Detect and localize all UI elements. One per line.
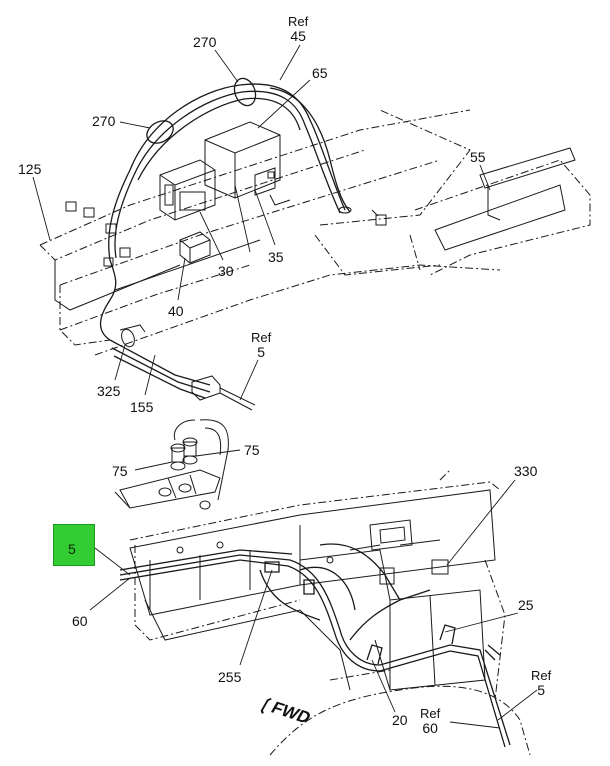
callout-255[interactable]: 255 <box>218 669 242 685</box>
valve-assembly-75 <box>115 420 228 509</box>
connector-ref5-top <box>192 376 255 410</box>
ref-number: 5 <box>257 344 266 360</box>
clamp-325 <box>119 325 145 349</box>
dash-frame <box>130 470 530 755</box>
bracket-55 <box>435 185 565 250</box>
callout-55[interactable]: 55 <box>470 149 486 165</box>
ref-label: Ref <box>251 330 272 345</box>
callout-40[interactable]: 40 <box>168 303 184 319</box>
ref-number: 60 <box>422 720 438 736</box>
dash-panel <box>130 490 495 690</box>
connectors-125 <box>66 202 386 266</box>
callout-ref-5-bottom[interactable]: Ref 5 <box>531 668 551 698</box>
callout-155[interactable]: 155 <box>130 399 154 415</box>
bracket-35 <box>270 195 290 205</box>
callout-270-top[interactable]: 270 <box>193 34 217 50</box>
hotspot-label: 5 <box>68 541 76 557</box>
callout-125[interactable]: 125 <box>18 161 42 177</box>
crossmember <box>55 260 180 310</box>
callout-ref-60[interactable]: Ref 60 <box>420 706 440 736</box>
callout-65[interactable]: 65 <box>312 65 328 81</box>
callout-330[interactable]: 330 <box>514 463 538 479</box>
callout-60[interactable]: 60 <box>72 613 88 629</box>
harness-lower <box>120 544 510 747</box>
ref-label: Ref <box>420 706 441 721</box>
callout-75-left[interactable]: 75 <box>112 463 128 479</box>
callout-ref-5-top[interactable]: Ref 5 <box>251 330 271 360</box>
callout-30[interactable]: 30 <box>218 263 234 279</box>
ref-label: Ref <box>531 668 552 683</box>
grommet <box>339 207 351 213</box>
callout-20[interactable]: 20 <box>392 712 408 728</box>
ref-number: 5 <box>537 682 546 698</box>
ref-label: Ref <box>288 14 309 29</box>
block-40 <box>180 232 210 263</box>
leader-lines <box>33 45 537 728</box>
selected-callout-5-hotspot[interactable]: 5 <box>53 524 95 566</box>
harness-270 <box>101 75 350 398</box>
callout-270-left[interactable]: 270 <box>92 113 116 129</box>
frame-panel <box>40 110 590 355</box>
ref-number: 45 <box>290 28 306 44</box>
callout-75-right[interactable]: 75 <box>244 442 260 458</box>
callout-325[interactable]: 325 <box>97 383 121 399</box>
callout-35[interactable]: 35 <box>268 249 284 265</box>
callout-25[interactable]: 25 <box>518 597 534 613</box>
relay-block-30 <box>160 160 215 220</box>
module-65 <box>205 122 280 198</box>
callout-ref-45[interactable]: Ref 45 <box>288 14 308 44</box>
